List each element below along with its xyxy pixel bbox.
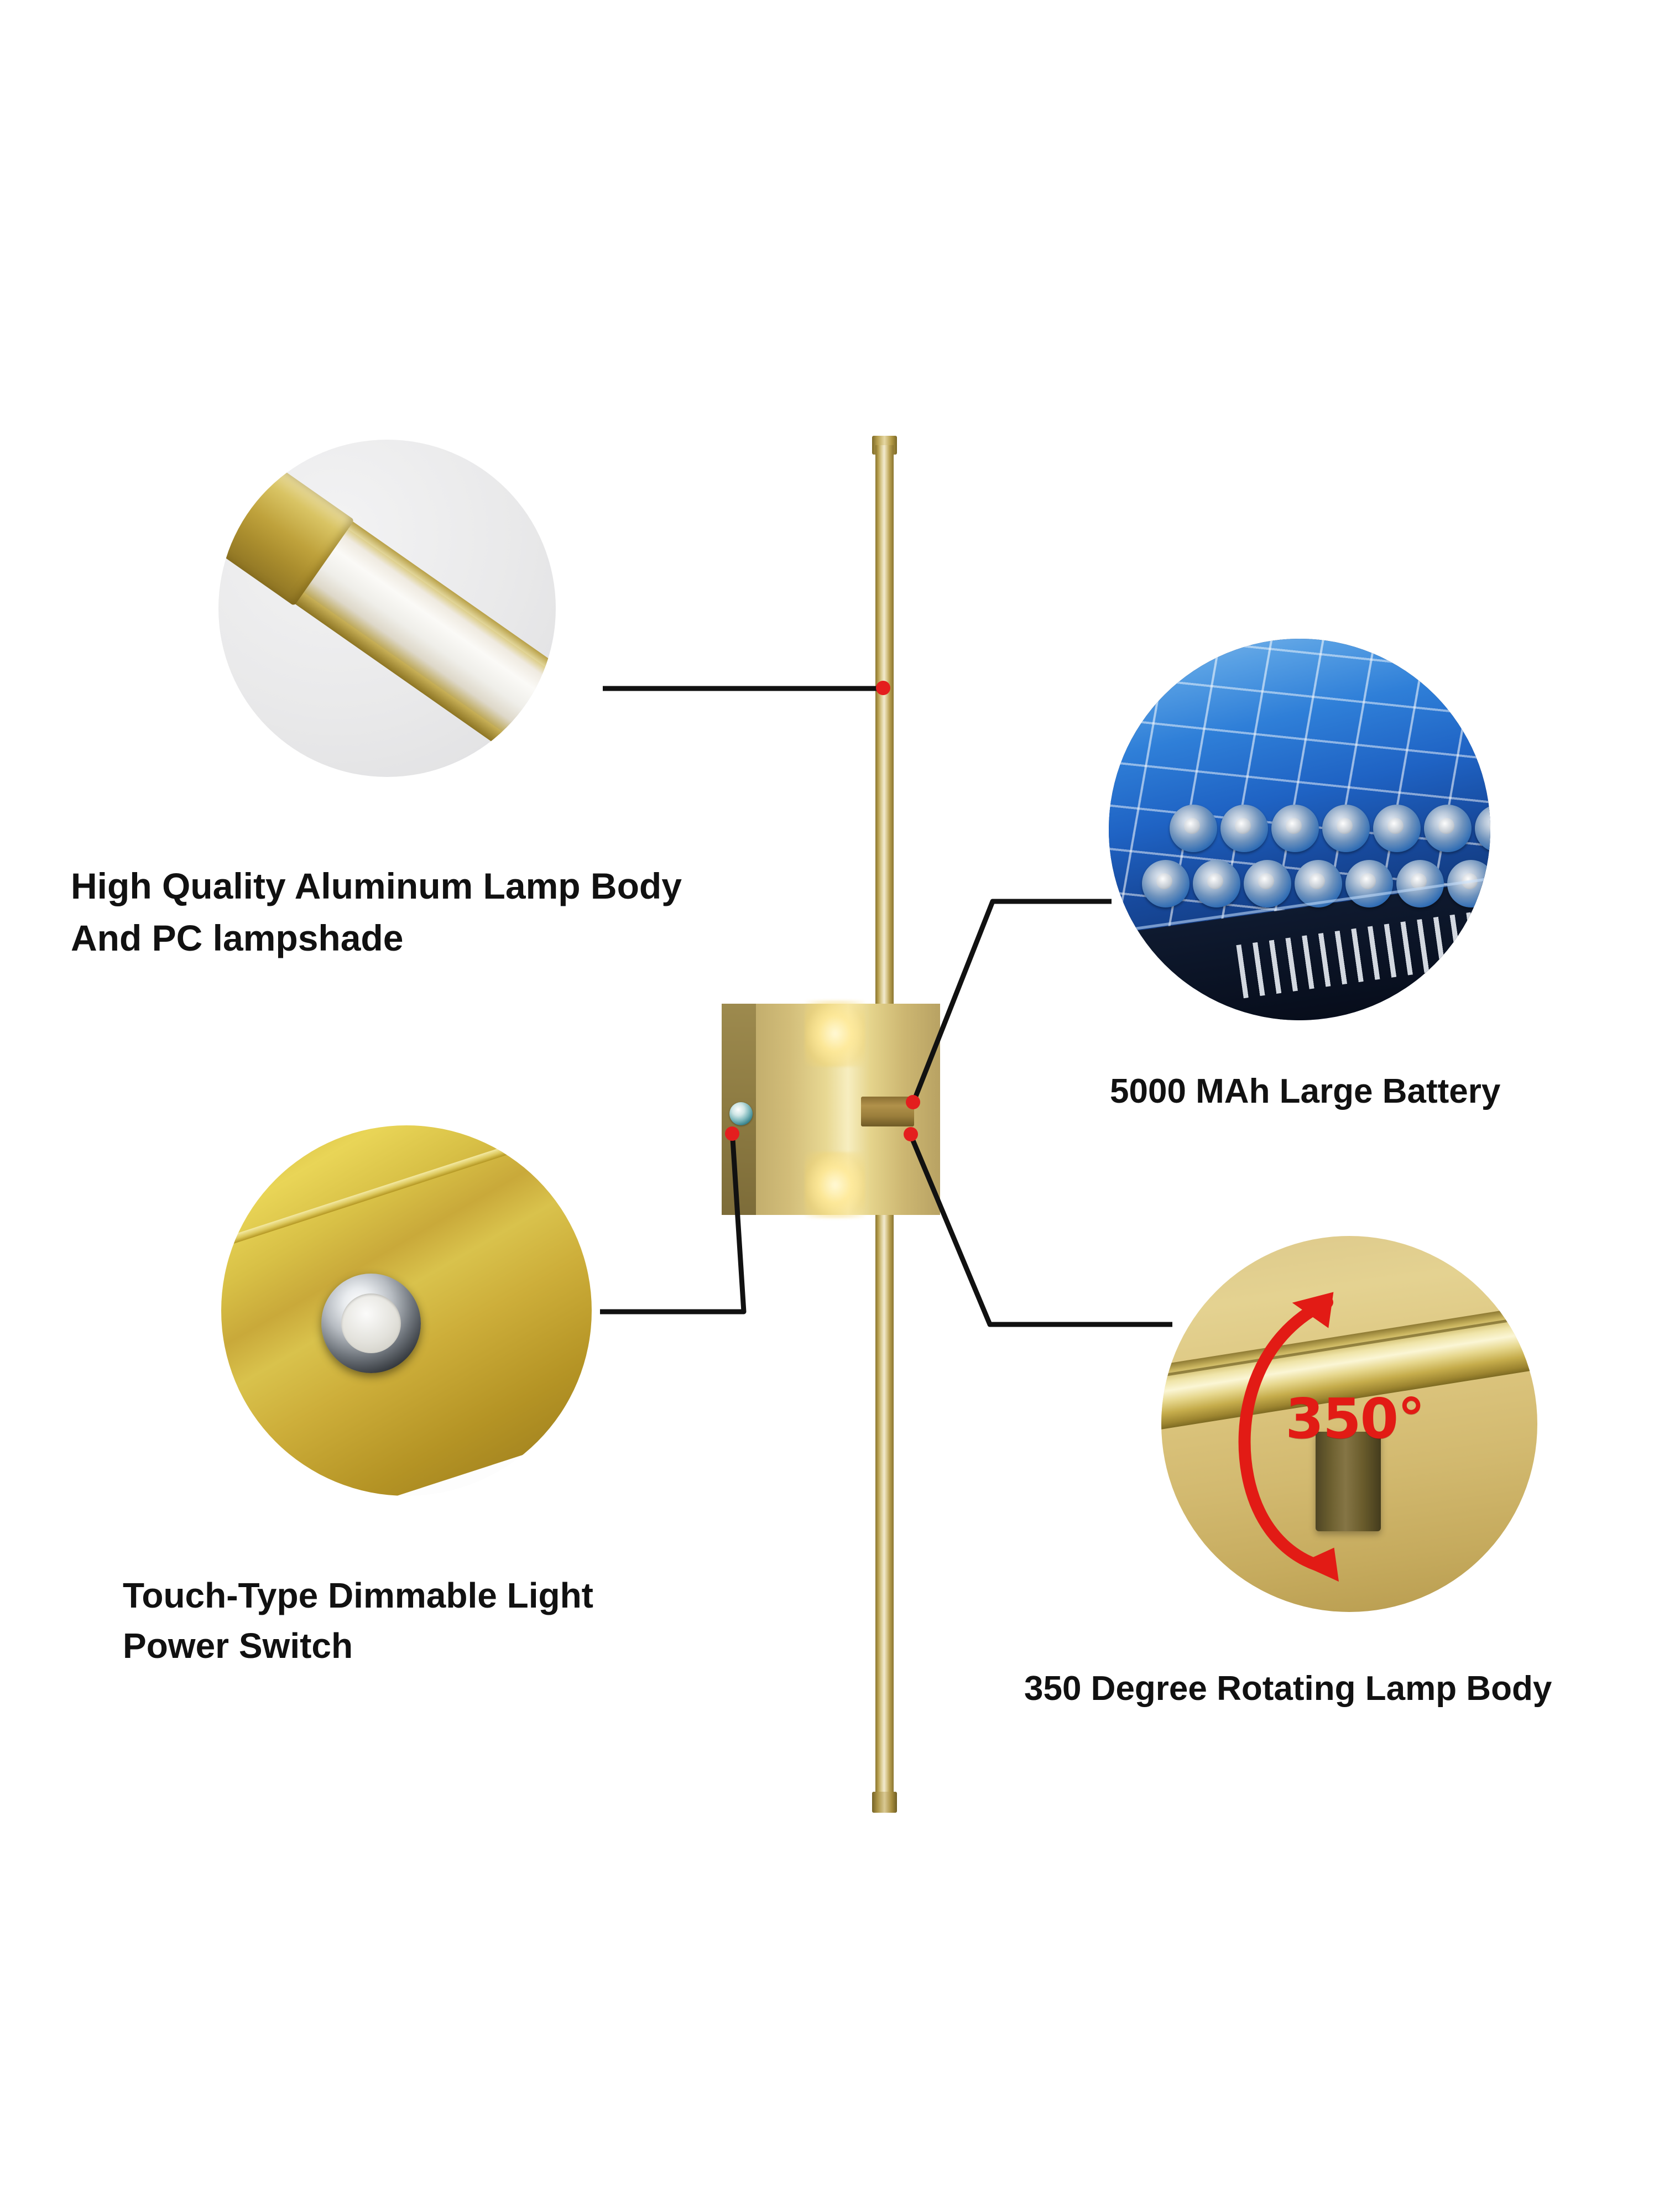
wall-mount-housing [722,1000,940,1218]
rotation-arrow-icon [1238,1292,1339,1582]
downward-light-glow [805,1152,865,1218]
battery-cell [1373,805,1421,852]
rotating-joint-photo: 350° [1161,1236,1537,1612]
leader-line-rotation [910,1138,1172,1327]
battery-cell [1142,860,1190,907]
feature-label-touch-switch: Touch-Type Dimmable Light Power Switch [123,1575,593,1666]
battery-cell [1424,805,1472,852]
touch-power-button [321,1274,421,1373]
battery-cell [1220,805,1268,852]
battery-cell [1322,805,1370,852]
mount-side-switch [729,1102,753,1125]
feature-label-rotation: 350 Degree Rotating Lamp Body [1024,1670,1552,1708]
lithium-cell-pack-photo [1109,639,1490,1020]
rotation-pivot-post [1315,1431,1381,1531]
lamp-bottom-cap [872,1792,897,1813]
battery-cell [1295,860,1342,907]
mount-pivot-joint [861,1097,914,1126]
touch-dimmer-button-photo [221,1125,592,1496]
leader-line-battery [912,899,1112,1099]
battery-cell [1396,860,1444,907]
upward-light-glow [805,1000,865,1067]
lamp-tube-illustration [218,450,556,767]
feature-label-lamp-body: High Quality Aluminum Lamp Body And PC l… [71,865,682,958]
aluminum-lamp-body-photo [218,440,556,777]
rotation-degree-annotation: 350° [1285,1386,1425,1451]
battery-cell [1475,805,1490,852]
battery-cell [1193,860,1240,907]
battery-cell-row [1170,805,1490,852]
battery-cell-row [1142,860,1490,907]
battery-cell [1345,860,1393,907]
battery-cell [1170,805,1217,852]
battery-cell [1271,805,1319,852]
feature-label-battery: 5000 MAh Large Battery [1110,1072,1501,1110]
battery-cell [1244,860,1291,907]
